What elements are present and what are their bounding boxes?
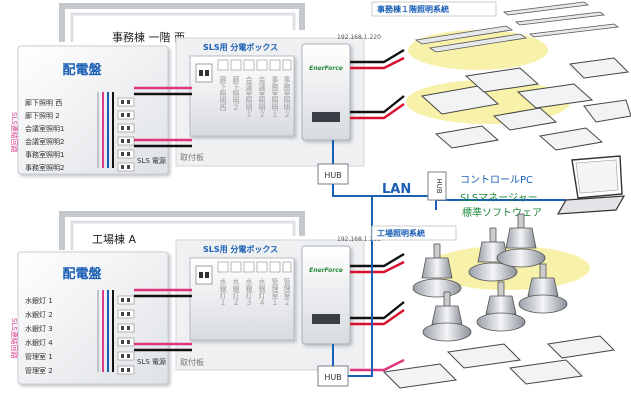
bottom-breaker-5: 管理室 1 — [25, 352, 53, 361]
top-breaker-2: 廊下照明 2 — [25, 111, 60, 120]
top-lighting-area: 事務棟１階照明系統 — [371, 1, 631, 151]
bottom-lighting-area: 工場照明系統 — [371, 213, 616, 389]
bottom-box-label-3: 水銀灯３ — [245, 277, 253, 306]
bottom-ip-label: 192.168.1.221 — [337, 236, 381, 243]
bottom-box-label-6: 管理室２ — [283, 277, 291, 306]
bottom-sls-box-channels — [217, 261, 292, 273]
bottom-bus-bars — [97, 290, 114, 372]
top-breaker-1: 廊下照明 西 — [25, 98, 62, 107]
top-breaker-list: 廊下照明 西 廊下照明 2 会議室照明1 会議室照明2 事務室照明1 事務室照明… — [25, 97, 135, 172]
power-wiring — [134, 48, 405, 372]
top-panel-label: 配電盤 — [62, 62, 102, 78]
software-line1: SLSマネージャー — [460, 192, 538, 204]
top-box-channel-labels: 廊下照明西 廊下照明２ 会議室照明１ 会議室照明２ 事務室照明１ 事務室照明２ — [219, 75, 291, 118]
top-ip-label: 192.168.1.220 — [337, 34, 381, 41]
top-bus-bars — [97, 92, 114, 168]
bottom-breaker-4: 水銀灯 4 — [25, 338, 53, 347]
top-sls-power-label: SLS 電源 — [137, 156, 166, 165]
top-box-label-1: 廊下照明西 — [219, 75, 227, 112]
ceiling-light-icon — [382, 335, 616, 389]
top-lighting-system-label: 事務棟１階照明系統 — [377, 4, 449, 14]
top-device-terminal — [312, 112, 340, 122]
bottom-building-title: 工場棟 A — [92, 232, 136, 246]
top-conduit-inner — [70, 12, 296, 42]
lan-label: LAN — [382, 182, 411, 197]
top-energy-controller — [301, 43, 351, 141]
top-box-label-6: 事務室照明２ — [283, 75, 291, 118]
top-sls-box-channels — [217, 59, 292, 71]
bottom-hub-label: HUB — [324, 373, 341, 382]
top-device-brand: EnerForce — [309, 65, 343, 72]
mercury-lamp-icon — [412, 213, 568, 342]
bottom-box-label-4: 水銀灯４ — [258, 277, 266, 306]
center-hub-label: HUB — [435, 178, 443, 193]
bottom-section: 工場棟 A 配電盤 SLS連結回路 水銀灯 1 水銀灯 2 水銀灯 3 水銀灯 … — [10, 211, 381, 387]
top-breaker-5: 事務室照明1 — [25, 150, 64, 159]
top-breaker-3: 会議室照明1 — [25, 124, 64, 133]
fluorescent-light-icon — [414, 1, 620, 53]
bottom-breaker-6: 管理室 2 — [25, 366, 53, 375]
bottom-sls-power-label: SLS 電源 — [137, 357, 166, 366]
bottom-breaker-1: 水銀灯 1 — [25, 296, 53, 305]
top-breaker-4: 会議室照明2 — [25, 137, 64, 146]
top-sls-circuit-label: SLS連結回路 — [10, 112, 19, 153]
top-building-title: 事務棟 一階 西 — [112, 30, 185, 44]
bottom-panel-label: 配電盤 — [62, 266, 102, 282]
bottom-conduit — [59, 211, 305, 250]
bottom-breaker-2: 水銀灯 2 — [25, 310, 53, 319]
top-section: 事務棟 一階 西 配電盤 SLS連結回路 廊下照明 西 廊下照明 2 会議室照明… — [10, 3, 381, 185]
top-mount-label: 取付板 — [180, 152, 204, 162]
bottom-lighting-system-label: 工場照明系統 — [377, 228, 425, 238]
ceiling-light-icon — [420, 57, 631, 151]
bottom-distribution-panel — [17, 251, 169, 385]
bottom-sls-box-main-breaker — [195, 265, 213, 285]
bottom-device-terminal — [312, 314, 340, 324]
bottom-lighting-system-box — [371, 225, 457, 241]
bottom-breaker-3: 水銀灯 3 — [25, 324, 53, 333]
top-conduit — [59, 3, 305, 42]
bottom-box-channel-labels: 水銀灯１ 水銀灯２ 水銀灯３ 水銀灯４ 管理室１ 管理室２ — [219, 277, 291, 306]
top-box-label-5: 事務室照明１ — [271, 75, 279, 118]
top-breaker-6: 事務室照明2 — [25, 163, 64, 172]
bottom-conduit-inner — [70, 220, 296, 250]
bottom-sls-box-label: SLS用 分電ボックス — [203, 244, 278, 254]
bottom-box-label-1: 水銀灯１ — [219, 277, 227, 306]
bottom-sls-circuit-label: SLS連結回路 — [10, 318, 19, 359]
bottom-device-brand: EnerForce — [309, 267, 343, 274]
bottom-breaker-list: 水銀灯 1 水銀灯 2 水銀灯 3 水銀灯 4 管理室 1 管理室 2 — [25, 295, 135, 375]
top-box-label-2: 廊下照明２ — [232, 75, 240, 111]
bottom-box-label-2: 水銀灯２ — [232, 277, 240, 306]
laptop-icon — [556, 155, 626, 215]
control-pc-label: コントロールPC — [460, 175, 533, 186]
top-hub-label: HUB — [324, 171, 341, 180]
bottom-box-label-5: 管理室１ — [271, 277, 279, 306]
top-sls-box-label: SLS用 分電ボックス — [203, 42, 278, 52]
bottom-mount-label: 取付板 — [180, 357, 204, 367]
center-hub — [427, 171, 447, 201]
bottom-energy-controller — [301, 245, 351, 345]
top-sls-box-main-breaker — [195, 63, 213, 83]
top-lighting-system-box — [371, 1, 497, 17]
software-line2: 標準ソフトウェア — [462, 206, 542, 219]
top-highlight-1 — [408, 30, 548, 70]
top-box-label-3: 会議室照明１ — [245, 75, 253, 118]
top-box-label-4: 会議室照明２ — [258, 75, 266, 118]
